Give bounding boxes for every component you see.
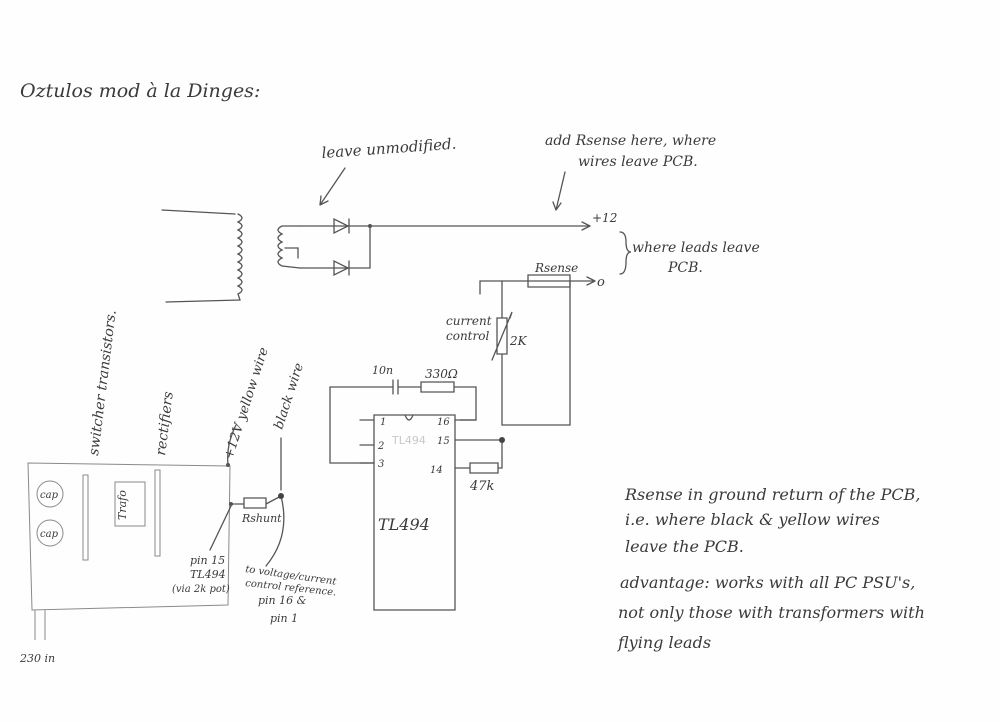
add-rsense-label: add Rsense here, where <box>545 133 716 149</box>
pin-3: 3 <box>378 459 384 470</box>
page-title: Oztulos mod à la Dinges: <box>20 80 260 102</box>
where-leads-label: where leads leave <box>632 240 760 256</box>
ic-ghost-label: TL494 <box>391 434 426 447</box>
output-arrow <box>581 221 591 231</box>
plus12-label: +12 <box>592 211 617 225</box>
where-leads-label-2: PCB. <box>667 260 703 276</box>
arrow <box>319 167 346 206</box>
ic-pins <box>359 419 503 469</box>
cap-1: cap <box>40 490 59 501</box>
switcher-transistors-label: switcher transistors. <box>86 309 120 456</box>
res-330-label: 330Ω <box>425 367 458 381</box>
pin-1: 1 <box>380 417 386 428</box>
rshunt-label: Rshunt <box>241 512 282 525</box>
pin15-label-3: (via 2k pot) <box>172 584 230 595</box>
reference-label-3: pin 16 & <box>258 594 307 607</box>
ground-terminal: o <box>597 275 605 290</box>
compensation-network <box>329 379 477 464</box>
rectifiers-label: rectifiers <box>153 391 177 457</box>
cap-10n-label: 10n <box>372 364 393 377</box>
current-control-label-2: control <box>446 329 489 343</box>
leave-unmodified-label: leave unmodified. <box>321 135 457 162</box>
add-rsense-label-2: wires leave PCB. <box>578 154 698 170</box>
pin-2: 2 <box>377 441 384 452</box>
transformer <box>161 209 301 303</box>
tl494-ic <box>373 414 456 611</box>
rshunt-wiring <box>209 424 285 567</box>
note-line: flying leads <box>617 633 711 652</box>
res-47k-label: 47k <box>469 479 495 494</box>
current-control-pot <box>491 280 571 426</box>
arrow <box>552 171 566 211</box>
note-line: i.e. where black & yellow wires <box>625 510 880 529</box>
current-control-label: current <box>446 314 492 328</box>
mains-input-label: 230 in <box>19 652 55 665</box>
rectifier-diodes <box>299 217 591 277</box>
rsense-label: Rsense <box>534 261 578 275</box>
note-line: not only those with transformers with <box>618 603 925 622</box>
res-47k <box>469 439 503 474</box>
brace <box>619 231 632 275</box>
black-wire-label: black wire <box>272 361 308 431</box>
note-line: advantage: works with all PC PSU's, <box>620 573 915 592</box>
pin-16: 16 <box>437 417 450 428</box>
cap-2: cap <box>40 529 59 540</box>
ic-label: TL494 <box>378 515 430 534</box>
pin15-label: pin 15 <box>190 554 225 567</box>
note-line: Rsense in ground return of the PCB, <box>624 485 920 504</box>
reference-label-4: pin 1 <box>270 612 298 625</box>
note-line: leave the PCB. <box>625 537 744 556</box>
psu-pcb <box>27 462 231 640</box>
pot-value: 2K <box>509 334 528 348</box>
trafo-label: Trafo <box>116 490 129 520</box>
rsense-resistor <box>479 274 596 295</box>
pin-15: 15 <box>437 436 450 447</box>
pin-14: 14 <box>430 465 443 476</box>
pin15-label-2: TL494 <box>190 568 226 581</box>
